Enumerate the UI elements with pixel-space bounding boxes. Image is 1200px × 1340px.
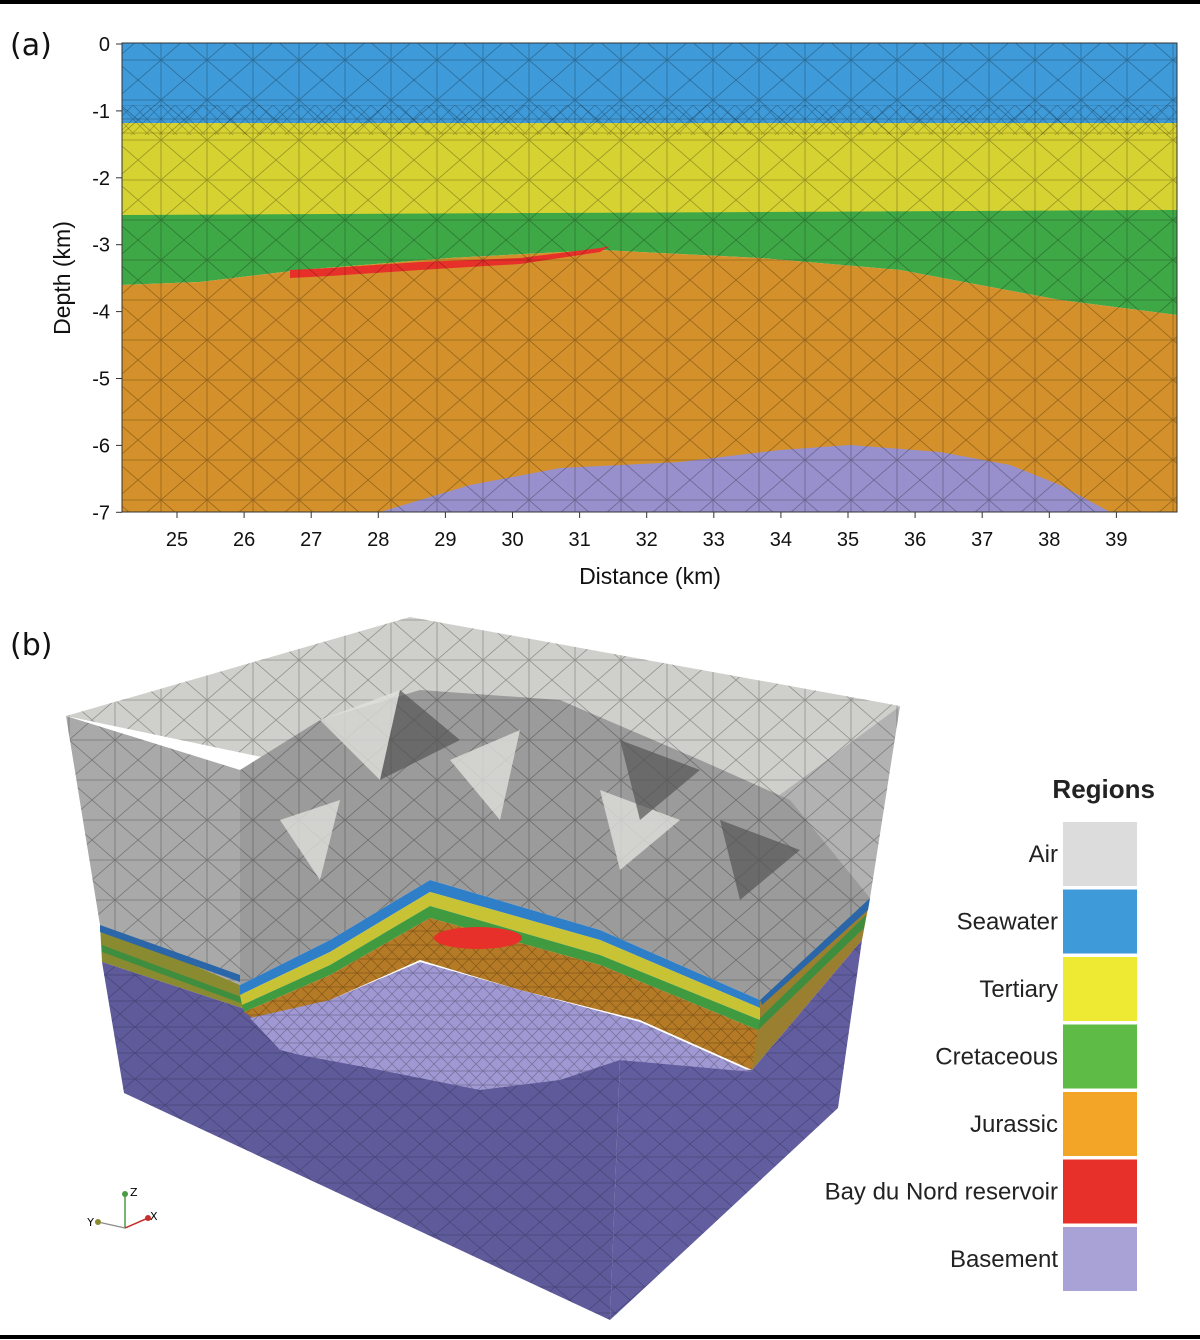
y-axis-title: Depth (km) bbox=[49, 221, 75, 335]
x-tick-label: 28 bbox=[367, 529, 389, 551]
x-tick-label: 25 bbox=[166, 529, 188, 551]
x-tick-label: 33 bbox=[703, 529, 725, 551]
legend-label-tertiary: Tertiary bbox=[979, 976, 1058, 1003]
x-tick-label: 38 bbox=[1038, 529, 1060, 551]
x-tick-label: 29 bbox=[434, 529, 456, 551]
legend-label-air: Air bbox=[1029, 841, 1058, 868]
panel-b-label: (b) bbox=[10, 628, 53, 663]
panel-b-3d-block: Z X Y bbox=[66, 617, 900, 1320]
legend-label-basement: Basement bbox=[950, 1246, 1058, 1273]
legend-swatch-tertiary bbox=[1063, 957, 1137, 1021]
bottom-border bbox=[0, 1335, 1200, 1339]
y-tick-label: -6 bbox=[92, 435, 110, 457]
panel-a-mesh-section: 25 26 27 28 29 30 31 32 33 34 35 36 37 38 39 0 -1 -2 -3 -4… bbox=[49, 34, 1178, 589]
legend-swatch-air bbox=[1063, 822, 1137, 886]
y-axis-ticks: 0 -1 -2 -3 -4 -5 -6 -7 bbox=[92, 34, 122, 524]
legend-swatch-seawater bbox=[1063, 889, 1137, 954]
x-axis-title: Distance (km) bbox=[579, 563, 721, 589]
regions-legend: Regions AirSeawaterTertiaryCretaceousJur… bbox=[825, 774, 1155, 1291]
axis-y-label: Y bbox=[86, 1216, 94, 1229]
reservoir-body bbox=[434, 927, 522, 949]
x-tick-label: 27 bbox=[300, 529, 322, 551]
legend-title: Regions bbox=[1052, 774, 1155, 804]
x-axis-ticks: 25 26 27 28 29 30 31 32 33 34 35 36 37 38 39 bbox=[166, 512, 1128, 551]
legend-swatch-bay-du-nord-reservoir bbox=[1063, 1159, 1137, 1224]
legend-swatch-basement bbox=[1063, 1227, 1137, 1291]
cutaway-tertiary bbox=[240, 892, 760, 1020]
axis-x-label: X bbox=[150, 1210, 158, 1223]
y-tick-label: -3 bbox=[92, 235, 110, 257]
y-tick-label: 0 bbox=[99, 34, 110, 56]
x-tick-label: 30 bbox=[501, 529, 523, 551]
legend-swatch-cretaceous bbox=[1063, 1024, 1137, 1089]
legend-label-bay-du-nord-reservoir: Bay du Nord reservoir bbox=[825, 1179, 1058, 1206]
x-tick-label: 36 bbox=[904, 529, 926, 551]
legend-label-cretaceous: Cretaceous bbox=[935, 1044, 1058, 1071]
axis-z-label: Z bbox=[130, 1186, 138, 1199]
x-tick-label: 26 bbox=[233, 529, 255, 551]
plot-frame bbox=[121, 42, 1178, 513]
y-tick-label: -2 bbox=[92, 168, 110, 190]
legend-label-jurassic: Jurassic bbox=[970, 1111, 1058, 1138]
x-tick-label: 32 bbox=[636, 529, 658, 551]
legend-swatch-jurassic bbox=[1063, 1092, 1137, 1156]
x-tick-label: 31 bbox=[568, 529, 590, 551]
x-tick-label: 37 bbox=[971, 529, 993, 551]
y-tick-label: -1 bbox=[92, 101, 110, 123]
y-tick-label: -5 bbox=[92, 369, 110, 391]
cutaway-seawater bbox=[240, 880, 760, 1008]
axis-triad: Z X Y bbox=[86, 1186, 158, 1229]
y-tick-label: -7 bbox=[92, 502, 110, 524]
x-tick-label: 34 bbox=[770, 529, 792, 551]
x-tick-label: 39 bbox=[1105, 529, 1127, 551]
legend-label-seawater: Seawater bbox=[957, 909, 1058, 936]
panel-a-label: (a) bbox=[10, 28, 52, 63]
y-tick-label: -4 bbox=[92, 302, 110, 324]
top-border bbox=[0, 0, 1200, 4]
x-tick-label: 35 bbox=[837, 529, 859, 551]
